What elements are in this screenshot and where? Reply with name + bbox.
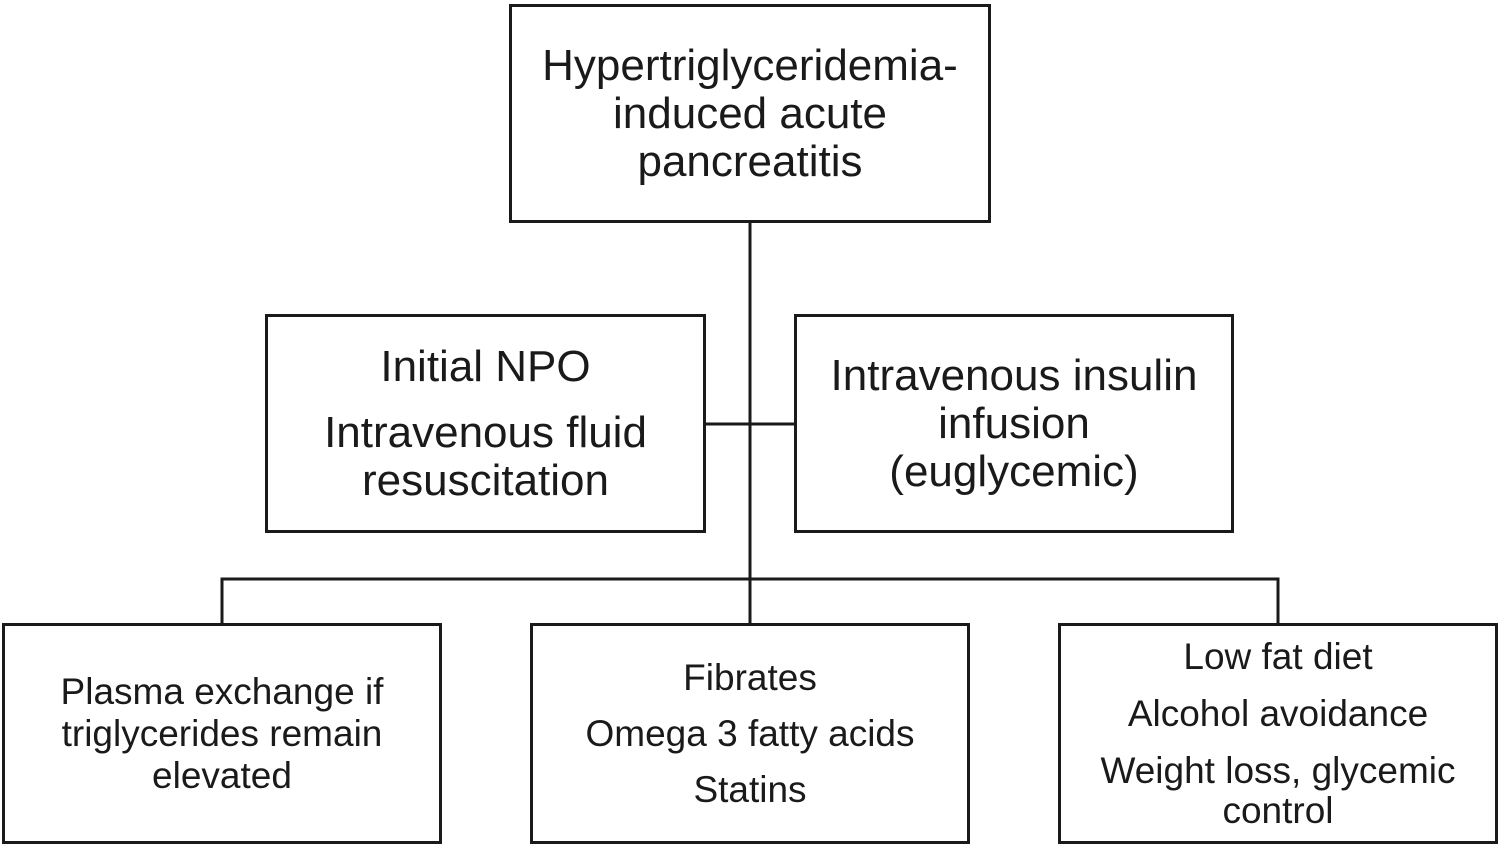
lifestyle-line: Weight loss, glycemic — [1100, 749, 1456, 791]
root-condition-line: induced acute — [613, 88, 887, 138]
plasma-exchange-line: triglycerides remain — [61, 712, 383, 754]
plasma-exchange-line: elevated — [152, 754, 292, 796]
medications-line: Statins — [693, 768, 807, 810]
insulin-therapy-line: infusion — [938, 398, 1090, 448]
lifestyle-box: Low fat diet Alcohol avoidance Weight lo… — [1058, 623, 1498, 844]
root-condition-line: Hypertriglyceridemia- — [542, 40, 958, 90]
lifestyle-line: control — [1222, 789, 1334, 831]
lifestyle-line: Low fat diet — [1183, 635, 1373, 677]
insulin-therapy-line: Intravenous insulin — [830, 350, 1198, 400]
root-condition-line: pancreatitis — [637, 136, 863, 186]
insulin-therapy-line: (euglycemic) — [889, 446, 1139, 496]
insulin-therapy-box: Intravenous insulin infusion (euglycemic… — [794, 314, 1234, 533]
plasma-exchange-box: Plasma exchange if triglycerides remain … — [2, 623, 442, 844]
initial-management-line: Initial NPO — [380, 341, 591, 391]
initial-management-line: Intravenous fluid — [324, 407, 647, 457]
plasma-exchange-line: Plasma exchange if — [60, 670, 384, 712]
root-condition-box: Hypertriglyceridemia- induced acute panc… — [509, 4, 991, 223]
lifestyle-line: Alcohol avoidance — [1127, 692, 1429, 734]
medications-box: Fibrates Omega 3 fatty acids Statins — [530, 623, 970, 844]
initial-management-box: Initial NPO Intravenous fluid resuscitat… — [265, 314, 706, 533]
initial-management-line: resuscitation — [361, 455, 609, 505]
medications-line: Omega 3 fatty acids — [585, 712, 915, 754]
medications-line: Fibrates — [683, 656, 817, 698]
